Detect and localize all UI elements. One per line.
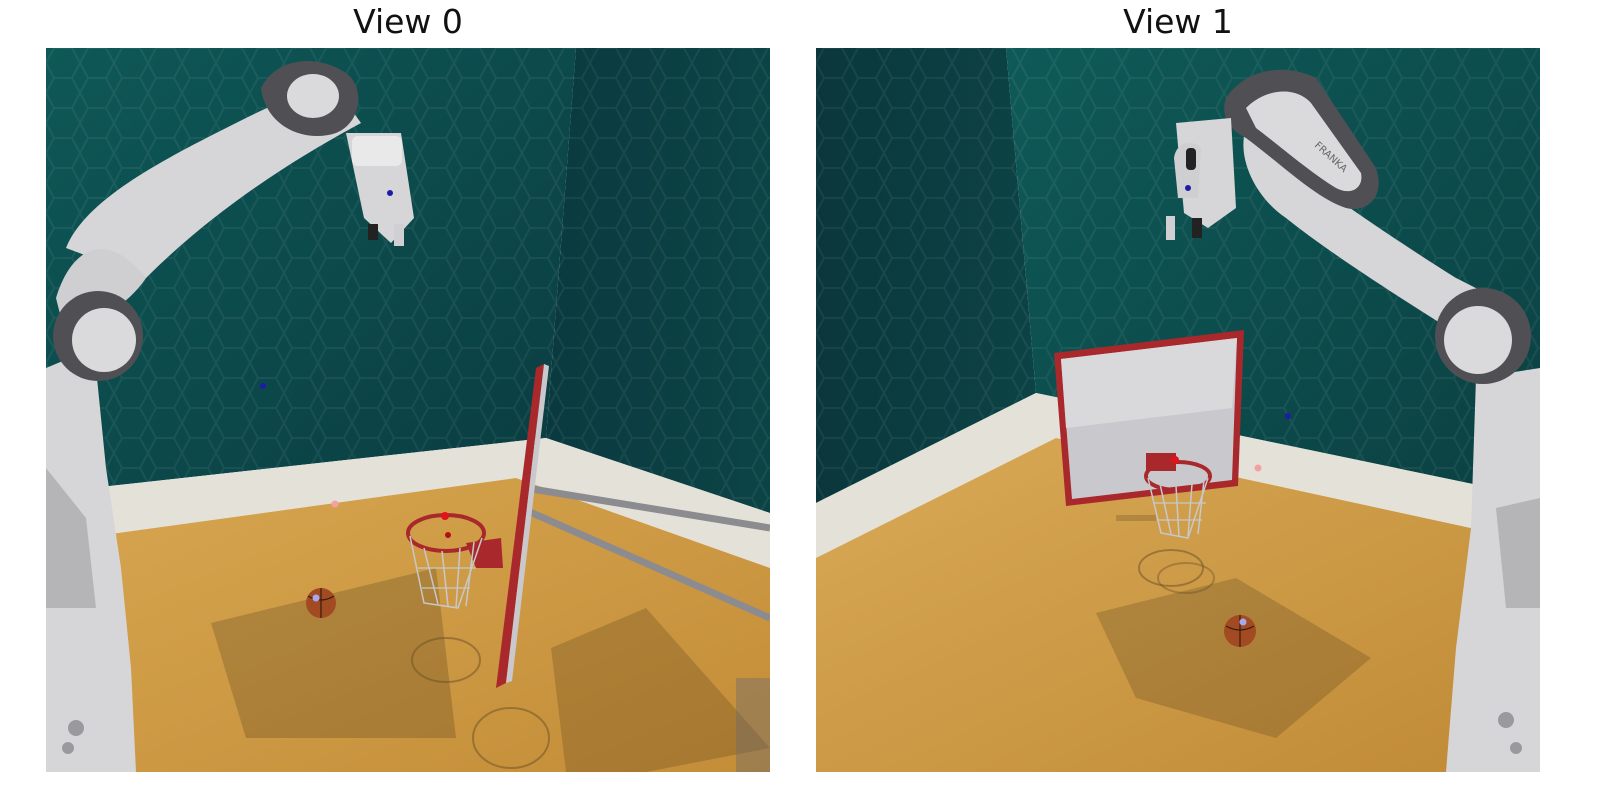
wall-trim	[46, 438, 770, 568]
hoop-net	[409, 535, 483, 609]
view-1-scene: FRANKA	[816, 48, 1540, 772]
view-1-title: View 1	[1123, 2, 1233, 41]
wooden-floor	[46, 478, 770, 772]
marker-pink	[1254, 464, 1262, 472]
robot-arm	[46, 61, 414, 772]
marker-blue	[1285, 413, 1291, 419]
backboard	[496, 364, 544, 688]
target-marker-red	[1171, 456, 1179, 464]
wooden-floor	[816, 438, 1540, 772]
target-marker-red	[441, 512, 449, 520]
support-pole	[525, 484, 770, 532]
view-0-title: View 0	[353, 2, 463, 41]
hoop-net	[1147, 477, 1209, 539]
wall-trim	[816, 393, 1540, 558]
view-0-panel[interactable]	[46, 48, 770, 772]
marker-blue	[260, 383, 266, 389]
view-0-scene	[46, 48, 770, 772]
robot-arm: FRANKA	[1166, 69, 1540, 772]
marker-pink	[331, 500, 339, 508]
view-1-panel[interactable]: FRANKA	[816, 48, 1540, 772]
